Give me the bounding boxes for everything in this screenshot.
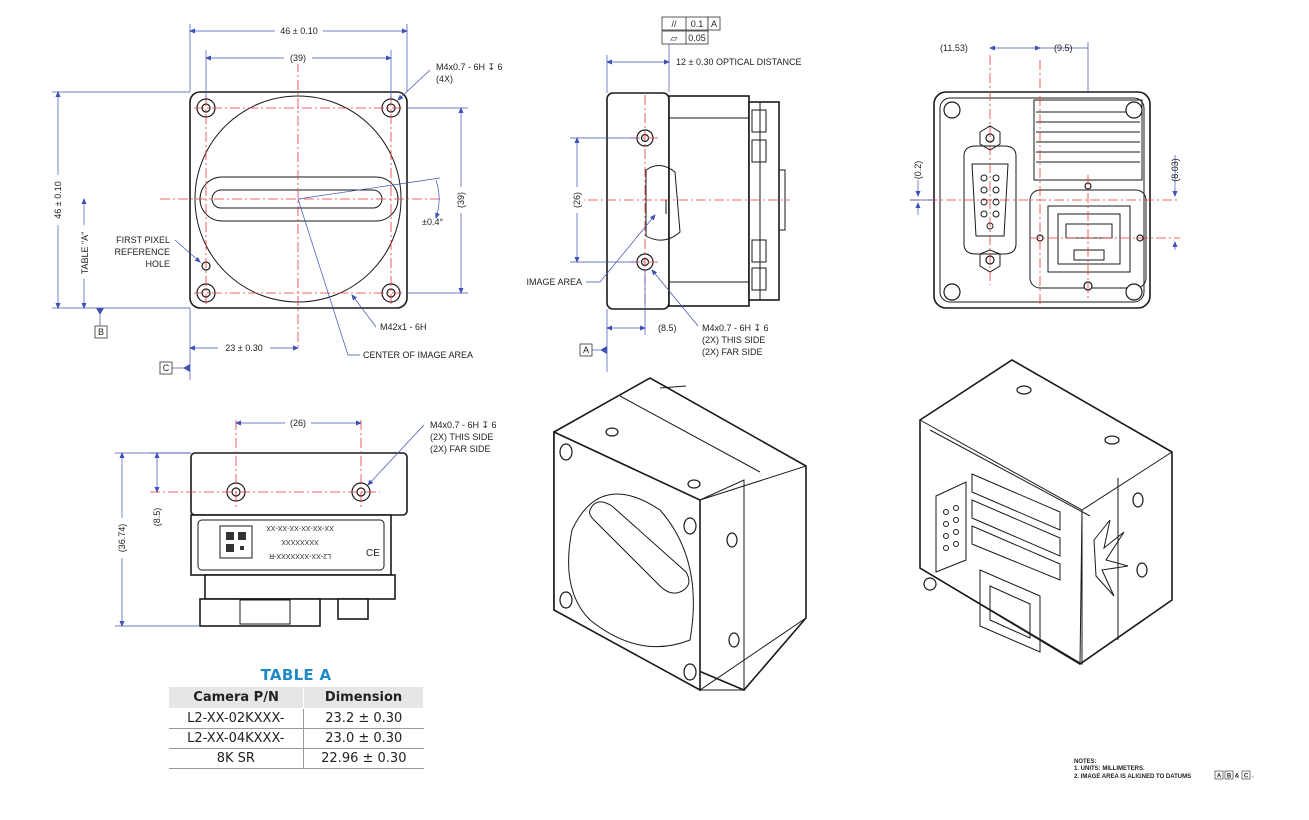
- notes-amp: &: [1235, 774, 1240, 780]
- first-pixel-label-1: FIRST PIXEL: [116, 235, 170, 245]
- back-dim-right: (9.5): [1054, 43, 1073, 53]
- label-line-1: XX-XX-XX-XX-XX-XX: [266, 524, 334, 531]
- center-label: CENTER OF IMAGE AREA: [363, 350, 473, 360]
- datum-a: A: [583, 345, 589, 355]
- bottom-screw-callout-1: M4x0.7 - 6H ↧ 6: [430, 420, 497, 430]
- back-view: (11.53) (9.5) (0.2) (8.03): [910, 42, 1180, 310]
- ce-mark: CE: [366, 548, 380, 559]
- table-cell-dimension: 23.0 ± 0.30: [303, 728, 424, 749]
- notes-line-2: 2. IMAGE AREA IS ALIGNED TO DATUMS: [1074, 774, 1191, 780]
- hd-connector: [963, 145, 1017, 255]
- table-header-part: Camera P/N: [167, 686, 305, 709]
- qr-code: [219, 525, 253, 559]
- bottom-screw-callout-3: (2X) FAR SIDE: [430, 444, 491, 454]
- side-view: // 0.1 A ▱ 0.05 12 ± 0.30 OPTICAL DISTAN…: [526, 16, 801, 372]
- table-a: TABLE A Camera P/N Dimension L2-XX-02KXX…: [167, 666, 424, 769]
- front-screw-callout-2: (4X): [436, 74, 453, 84]
- bottom-screw-callout-2: (2X) THIS SIDE: [430, 432, 493, 442]
- label-line-3: L2-XX-XXXXXXX-R: [269, 552, 331, 559]
- isometric-back-view: [919, 359, 1173, 665]
- table-cell-part: L2-XX-02KXXX-: [168, 708, 304, 729]
- iso-rj45: [979, 569, 1041, 653]
- table-cell-dimension: 23.2 ± 0.30: [303, 708, 424, 729]
- side-screw-callout-1: M4x0.7 - 6H ↧ 6: [702, 323, 769, 333]
- table-header-dimension: Dimension: [303, 686, 424, 709]
- image-area-label: IMAGE AREA: [526, 277, 582, 287]
- table-a-grid: Camera P/N Dimension L2-XX-02KXXX- 23.2 …: [167, 686, 424, 769]
- first-pixel-label-2: REFERENCE: [114, 247, 170, 257]
- side-screw-callout-3: (2X) FAR SIDE: [702, 347, 763, 357]
- tilt-dim: ±0.4°: [422, 217, 443, 227]
- front-hole-spacing-v: (39): [456, 192, 466, 208]
- table-a-ref: TABLE "A": [80, 232, 90, 275]
- table-header-row: Camera P/N Dimension: [167, 686, 424, 709]
- tol-parallel-value: 0.1: [691, 19, 704, 29]
- notes-period: .: [1252, 774, 1254, 780]
- back-dim-right-v: (8.03): [1170, 158, 1180, 182]
- front-width-dim: 46 ± 0.10: [280, 26, 317, 36]
- notes: NOTES: 1. UNITS: MILLIMETERS. 2. IMAGE A…: [1074, 759, 1254, 780]
- table-a-title: TABLE A: [260, 666, 332, 684]
- heatsink-fins: [1036, 111, 1140, 163]
- notes-line-1: 1. UNITS: MILLIMETERS.: [1074, 766, 1145, 772]
- iso-lens-ring: [568, 493, 694, 648]
- front-view: 46 ± 0.10 (39) 46 ± 0.10 (39) ±0.4° TABL…: [52, 24, 503, 380]
- notes-datum-c: C: [1244, 774, 1249, 780]
- x-offset-dim: 23 ± 0.30: [225, 343, 262, 353]
- table-cell-dimension: 22.96 ± 0.30: [303, 748, 424, 769]
- side-hole-offset: (8.5): [658, 323, 677, 333]
- mount-label: M42x1 - 6H: [380, 322, 427, 332]
- datum-c: C: [163, 363, 170, 373]
- isometric-front-view: [553, 377, 807, 692]
- back-dim-left: (11.53): [940, 43, 968, 53]
- bottom-hole-spacing: (26): [290, 418, 306, 428]
- front-hole-spacing-h: (39): [290, 53, 306, 63]
- bottom-height-dim: (36.74): [117, 524, 127, 553]
- optical-distance: 12 ± 0.30 OPTICAL DISTANCE: [676, 57, 801, 67]
- tol-flat-symbol: ▱: [671, 33, 678, 43]
- table-row: 8K SR 22.96 ± 0.30: [168, 748, 424, 769]
- table-cell-part: L2-XX-04KXXX-: [168, 728, 304, 749]
- table-row: L2-XX-04KXXX- 23.0 ± 0.30: [168, 728, 424, 749]
- logo-mark: [1093, 519, 1129, 597]
- label-line-2: XXXXXXXX: [281, 538, 319, 545]
- front-height-dim: 46 ± 0.10: [53, 181, 63, 218]
- table-cell-part: 8K SR: [168, 748, 304, 769]
- notes-datum-b: B: [1227, 774, 1232, 780]
- bottom-view: XX-XX-XX-XX-XX-XX XXXXXXXX L2-XX-XXXXXXX…: [115, 417, 497, 627]
- bottom-hole-offset: (8.5): [152, 508, 162, 527]
- datum-b: B: [98, 327, 104, 337]
- back-dim-small: (0.2): [913, 161, 923, 180]
- iso-hd-connector: [935, 481, 967, 573]
- tol-parallel-datum: A: [711, 19, 717, 29]
- table-row: L2-XX-02KXXX- 23.2 ± 0.30: [168, 708, 424, 729]
- first-pixel-label-3: HOLE: [145, 259, 170, 269]
- tol-parallel-symbol: //: [671, 19, 677, 29]
- front-screw-callout-1: M4x0.7 - 6H ↧ 6: [436, 62, 503, 72]
- tol-flat-value: 0.05: [688, 33, 706, 43]
- notes-title: NOTES:: [1074, 759, 1097, 765]
- notes-datum-a: A: [1217, 774, 1222, 780]
- side-hole-spacing-v: (26): [572, 192, 582, 208]
- side-screw-callout-2: (2X) THIS SIDE: [702, 335, 765, 345]
